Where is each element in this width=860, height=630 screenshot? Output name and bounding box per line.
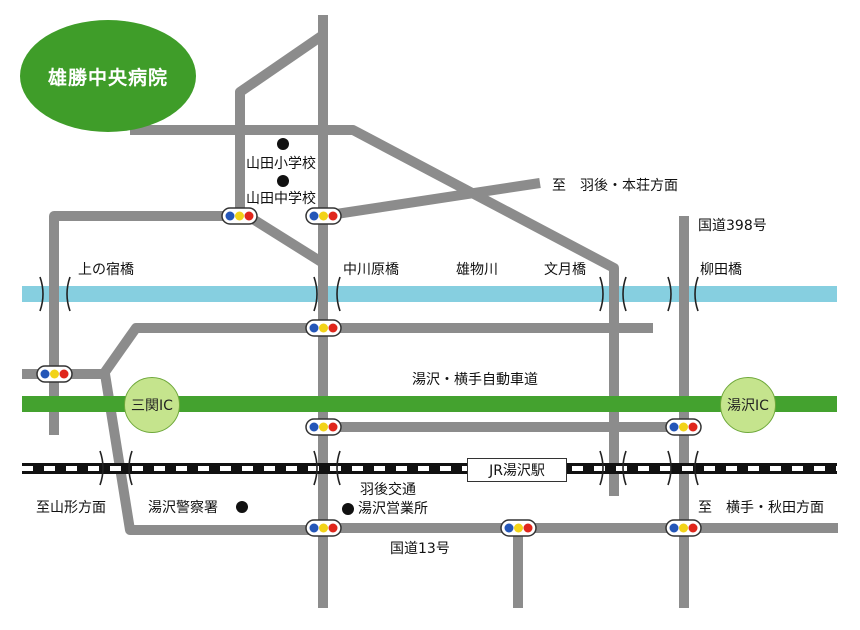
traffic-signals	[36, 207, 702, 537]
to-yokote-akita-label: 至 横手・秋田方面	[698, 500, 824, 516]
signal-icon	[221, 207, 258, 225]
to-ugo-honjo-label: 至 羽後・本荘方面	[552, 178, 678, 194]
yuzawa-ic-label: 湯沢IC	[727, 398, 769, 414]
signal-icon	[500, 519, 537, 537]
river	[22, 286, 837, 302]
yamada-junior-high-label: 山田中学校	[246, 191, 316, 207]
signal-icon	[305, 418, 342, 436]
signal-icon	[665, 519, 702, 537]
signal-icon	[665, 418, 702, 436]
fumizuki-bridge-label: 文月橋	[544, 262, 586, 278]
police-label: 湯沢警察署	[148, 500, 218, 516]
to-yamagata-label: 至山形方面	[36, 500, 106, 516]
signal-icon	[305, 207, 342, 225]
signal-icon	[305, 519, 342, 537]
signal-icon	[305, 319, 342, 337]
railway	[22, 463, 837, 474]
bus-office-label-line2: 湯沢営業所	[358, 501, 428, 517]
hospital-name: 雄勝中央病院	[47, 66, 168, 89]
landmark-dots	[236, 138, 354, 515]
expressway-label: 湯沢・横手自動車道	[412, 372, 538, 388]
bus-office-dot	[342, 503, 354, 515]
yuzawa-ic-marker: 湯沢IC	[720, 377, 776, 433]
junior-high-dot	[277, 175, 289, 187]
road-to-ugo	[322, 178, 541, 221]
route-13-label: 国道13号	[390, 541, 450, 557]
hospital-badge: 雄勝中央病院	[20, 20, 196, 132]
police-dot	[236, 501, 248, 513]
route-398-label: 国道398号	[698, 218, 767, 234]
elementary-school-dot	[277, 138, 289, 150]
expressway	[22, 396, 837, 412]
road-network	[22, 15, 838, 608]
uenoshuku-bridge-label: 上の宿橋	[78, 262, 134, 278]
yamada-elementary-label: 山田小学校	[246, 156, 316, 172]
road-upper-ew	[100, 323, 653, 375]
road-hospital-diag	[130, 125, 619, 496]
road-yamada	[49, 211, 326, 435]
nakagawara-bridge-label: 中川原橋	[343, 262, 399, 278]
signal-icon	[36, 365, 73, 383]
jr-yuzawa-station: JR湯沢駅	[467, 458, 567, 482]
bridge-brackets	[39, 276, 699, 486]
sanzeki-ic-label: 三関IC	[131, 398, 173, 414]
sanzeki-ic-marker: 三関IC	[124, 377, 180, 433]
yanagita-bridge-label: 柳田橋	[700, 262, 742, 278]
bus-office-label-line1: 羽後交通	[360, 482, 416, 498]
omono-river-label: 雄物川	[456, 262, 498, 278]
station-label: JR湯沢駅	[489, 463, 545, 479]
